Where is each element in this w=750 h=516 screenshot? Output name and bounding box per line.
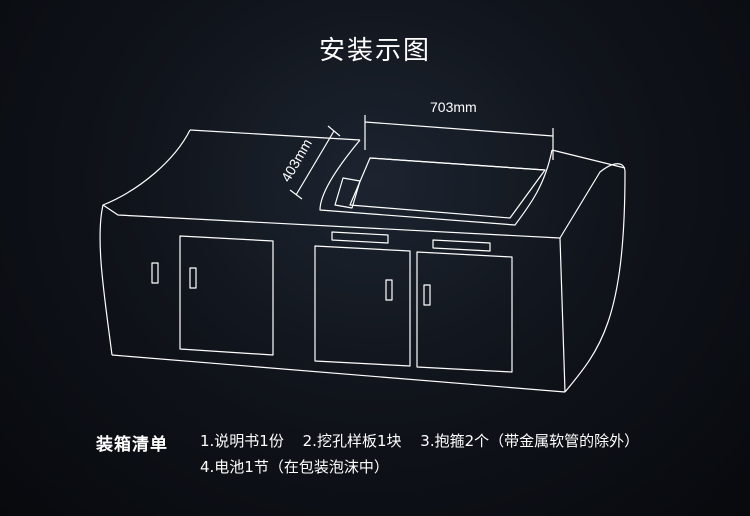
door-handle-far-left [151, 262, 159, 284]
packing-list-line-2: 4.电池1节（在包装泡沫中） [200, 456, 403, 477]
dimension-line-depth [289, 125, 341, 200]
cabinet-door-left [179, 235, 274, 356]
sink-outer-rim [319, 139, 553, 226]
sink-inner-basin [349, 157, 546, 219]
packing-list-heading: 装箱清单 [96, 435, 168, 455]
packing-item: 1.说明书1份 [200, 432, 284, 450]
countertop-top-edge [102, 129, 626, 239]
cabinet-door-right [416, 251, 513, 373]
countertop-back-edge-right [551, 149, 626, 169]
cabinet-door-middle [314, 245, 411, 367]
sink-control-box [334, 177, 361, 209]
dimension-line-width [364, 115, 554, 160]
depth-dimension-label: 403mm [278, 136, 315, 184]
door-handle-right [423, 284, 431, 306]
door-handle-left [189, 267, 197, 289]
handle-slot-left [331, 231, 389, 244]
page-title: 安装示图 [318, 36, 431, 66]
cabinet-front-left [99, 204, 113, 356]
handle-slot-right [432, 239, 491, 252]
cabinet-bottom-edge [111, 354, 566, 393]
packing-item: 2.挖孔样板1块 [302, 432, 402, 450]
width-dimension-label: 703mm [430, 99, 477, 115]
packing-list-line-1: 1.说明书1份 2.挖孔样板1块 3.抱箍2个（带金属软管的除外） [200, 430, 653, 451]
packing-item: 3.抱箍2个（带金属软管的除外） [420, 432, 640, 450]
sink-inner-back [369, 157, 546, 171]
door-handle-middle [385, 279, 393, 301]
cabinet-side-right [564, 171, 626, 393]
packing-item: 4.电池1节（在包装泡沫中） [200, 458, 389, 476]
cabinet-front-right [559, 237, 566, 393]
countertop-back-edge [189, 129, 361, 141]
